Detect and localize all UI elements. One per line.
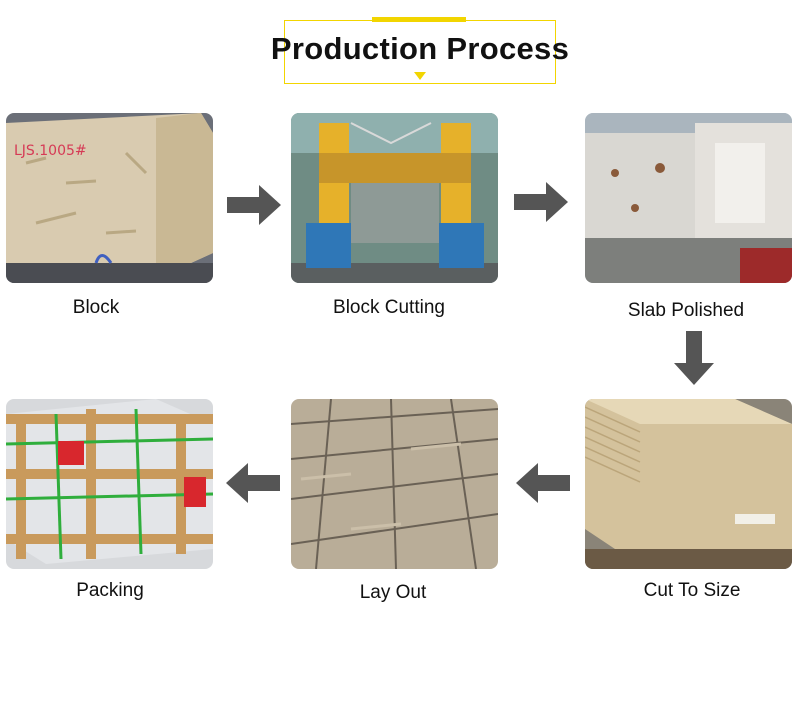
arrow-left-icon: [226, 463, 280, 503]
title-accent-bar: [372, 17, 466, 22]
block-cutting-photo: [291, 113, 498, 283]
page-title: Production Process: [270, 31, 570, 66]
step-label-block-cutting: Block Cutting: [333, 297, 445, 318]
block-photo: LJS.1005#: [6, 113, 213, 283]
svg-text:LJS.1005#: LJS.1005#: [14, 143, 87, 159]
step-label-packing: Packing: [76, 580, 144, 601]
step-label-block: Block: [72, 297, 120, 318]
arrow-right-icon: [514, 182, 568, 222]
packing-photo: [6, 399, 213, 569]
step-label-slab-polished: Slab Polished: [627, 300, 745, 321]
step-label-lay-out: Lay Out: [359, 582, 427, 603]
cut-to-size-photo: [585, 399, 792, 569]
arrow-right-icon: [227, 185, 281, 225]
arrow-down-icon: [674, 331, 714, 385]
lay-out-photo: [291, 399, 498, 569]
title-pointer: [414, 72, 426, 80]
step-label-cut-to-size: Cut To Size: [643, 580, 741, 601]
arrow-left-icon: [516, 463, 570, 503]
slab-polished-photo: [585, 113, 792, 283]
